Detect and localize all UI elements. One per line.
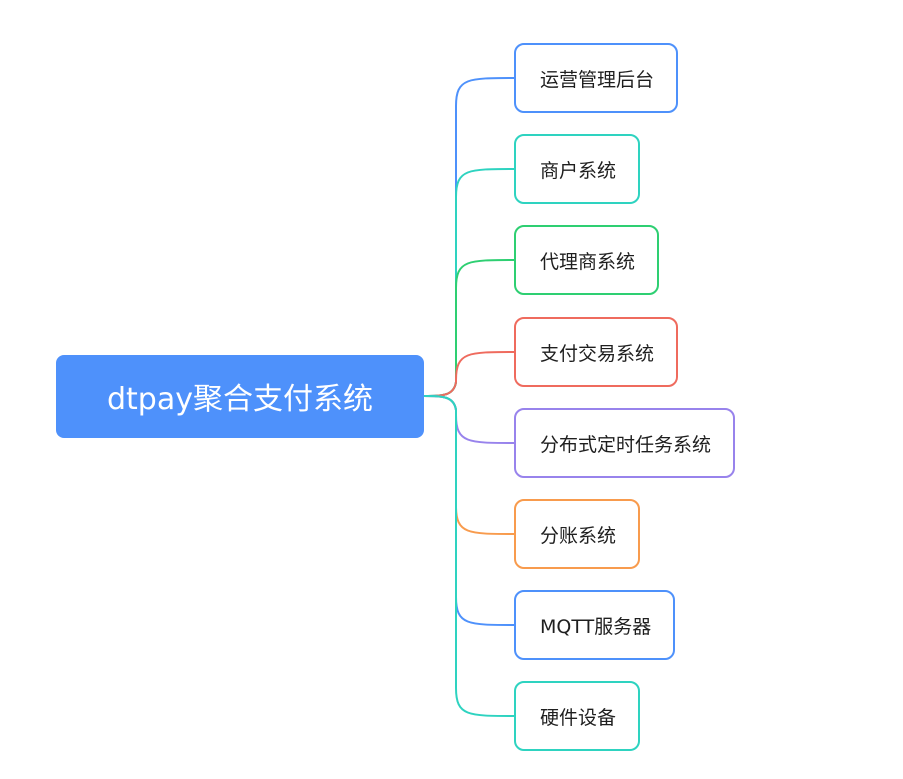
connector-0 (423, 77, 515, 397)
branch-label: 分账系统 (540, 524, 617, 547)
branch-node-distributed-scheduler[interactable]: 分布式定时任务系统 (514, 408, 736, 478)
branch-node-ops-admin[interactable]: 运营管理后台 (514, 43, 679, 113)
branch-node-hardware[interactable]: 硬件设备 (514, 681, 641, 751)
branch-node-agent[interactable]: 代理商系统 (514, 225, 660, 295)
branch-label: 运营管理后台 (540, 68, 655, 91)
branch-node-merchant[interactable]: 商户系统 (514, 134, 641, 204)
connector-1 (423, 168, 515, 397)
branch-label: 代理商系统 (540, 250, 636, 273)
connector-4 (423, 395, 515, 444)
branch-node-mqtt-server[interactable]: MQTT服务器 (514, 590, 676, 660)
branch-node-payment-trade[interactable]: 支付交易系统 (514, 317, 679, 387)
connector-7 (423, 395, 515, 717)
branch-label: 硬件设备 (540, 706, 617, 729)
connector-5 (423, 395, 515, 535)
connector-2 (423, 259, 515, 397)
branch-label: 商户系统 (540, 159, 617, 182)
branch-label: MQTT服务器 (540, 615, 652, 638)
branch-node-split-account[interactable]: 分账系统 (514, 499, 641, 569)
root-label: dtpay聚合支付系统 (107, 381, 373, 417)
connector-3 (423, 351, 515, 397)
connector-6 (423, 395, 515, 626)
root-node[interactable]: dtpay聚合支付系统 (56, 355, 424, 438)
branch-label: 分布式定时任务系统 (540, 433, 712, 456)
branch-label: 支付交易系统 (540, 342, 655, 365)
